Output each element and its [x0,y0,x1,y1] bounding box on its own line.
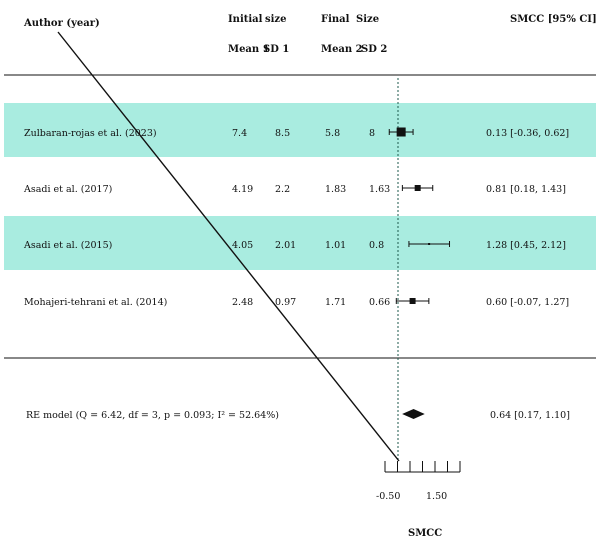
effect-square [409,298,416,304]
study-ci-text: 0.60 [-0.07, 1.27] [486,297,569,308]
tick-label-150: 1.50 [426,491,447,502]
study-mean1: 4.19 [232,184,253,195]
study-mean2: 1.71 [325,297,346,308]
study-mean2: 5.8 [325,128,340,139]
diagonal-line [57,31,400,462]
row-stripe [4,103,596,157]
header-author: Author (year) [23,18,100,29]
header-mean1: Mean 1 [228,44,270,55]
x-axis-label: SMCC [408,528,442,539]
table-row: Asadi et al. (2017) 4.19 2.2 1.83 1.63 0.81 [… [23,184,566,195]
study-mean1: 4.05 [232,240,253,251]
study-sd1: 2.2 [275,184,290,195]
header-initial-size: size [265,14,286,25]
header-sd1: SD 1 [263,44,289,55]
header-initial: Initial [228,14,263,25]
effect-square [428,243,431,245]
effect-square [414,185,421,191]
header-mean2: Mean 2 [321,44,363,55]
study-sd2: 0.8 [369,240,384,251]
row-stripe [4,216,596,270]
study-ci-text: 1.28 [0.45, 2.12] [486,240,566,251]
study-sd2: 1.63 [369,184,390,195]
study-sd1: 2.01 [275,240,296,251]
study-author: Mohajeri-tehrani et al. (2014) [24,297,167,308]
study-sd2: 0.66 [369,297,390,308]
header-final-size: Size [356,14,379,25]
study-sd1: 0.97 [275,297,296,308]
study-mean1: 7.4 [232,128,247,139]
summary-ci: 0.64 [0.17, 1.10] [490,410,570,421]
tick-label-neg050: -0.50 [376,491,400,502]
header-sd2: SD 2 [361,44,387,55]
study-sd2: 8 [369,128,375,139]
pooled-diamond [402,409,425,419]
table-row: Asadi et al. (2015) 4.05 2.01 1.01 0.8 1.28 [… [23,240,566,251]
header-smcc-ci: SMCC [95% CI] [510,14,597,25]
study-mean2: 1.83 [325,184,346,195]
study-rows: Zulbaran-rojas et al. (2023) 7.4 8.5 5.8 8 0.… [23,127,569,308]
study-author: Zulbaran-rojas et al. (2023) [24,128,157,139]
study-mean2: 1.01 [325,240,346,251]
summary-label: RE model (Q = 6.42, df = 3, p = 0.093; I… [26,410,279,421]
table-row: Mohajeri-tehrani et al. (2014) 2.48 0.97 1.… [24,297,569,308]
study-ci-text: 0.13 [-0.36, 0.62] [486,128,569,139]
x-axis [384,461,461,473]
table-row: Zulbaran-rojas et al. (2023) 7.4 8.5 5.8 8 0.… [24,127,569,139]
study-author: Asadi et al. (2015) [23,240,112,251]
header-final: Final [321,14,350,25]
study-sd1: 8.5 [275,128,290,139]
effect-square [396,127,406,137]
study-mean1: 2.48 [232,297,253,308]
row-stripes [4,103,596,270]
study-author: Asadi et al. (2017) [23,184,112,195]
study-ci-text: 0.81 [0.18, 1.43] [486,184,566,195]
